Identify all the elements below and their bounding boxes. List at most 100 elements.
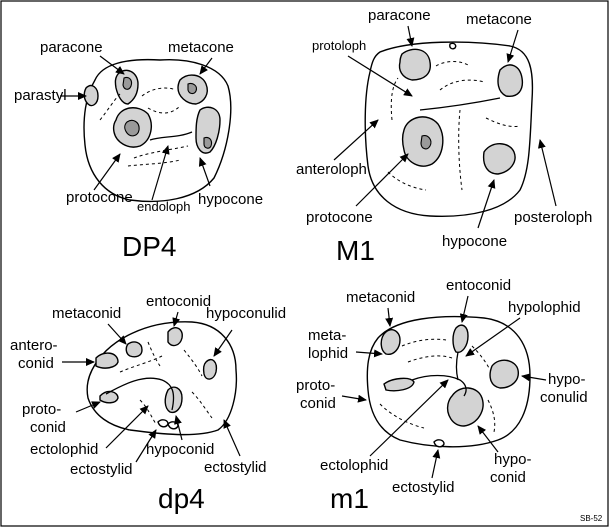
m1-metacone-pointer: [506, 29, 519, 63]
m1-hypocone-label: hypocone: [442, 233, 507, 250]
panel-m1-lower: metaconid entoconid hypolophid meta- lop…: [296, 277, 588, 514]
m1-anteroloph-pointer: [333, 119, 379, 161]
m1-paracone-cusp: [398, 48, 431, 81]
m1-paracone-pointer: [406, 25, 415, 47]
dp4-hypoconid-pointer: [174, 415, 183, 441]
m1-posteroloph-pointer: [537, 139, 557, 207]
m1-metacone-label: metacone: [466, 11, 532, 28]
m1-hypoconid-label-2: conid: [490, 469, 526, 486]
m1-protoconid-cusp: [383, 377, 415, 392]
dp4-anteroconid-cusp: [95, 352, 119, 369]
m1-metacone-cusp: [497, 64, 524, 97]
m1-crest-dash-3: [471, 345, 491, 371]
m1-ectostylid-label: ectostylid: [392, 479, 455, 496]
dp4-entoconid-label: entoconid: [146, 293, 211, 310]
m1-crest-dash-2: [435, 61, 471, 67]
dp4-paracone-label: paracone: [40, 39, 103, 56]
m1-entoconid-link: [455, 351, 459, 381]
dp4-protocone-label: protocone: [66, 189, 133, 206]
dp4-protoconid-label-1: proto-: [22, 401, 61, 418]
dp4-metaconid-pointer: [107, 323, 127, 345]
m1-metaconid-label: metaconid: [346, 289, 415, 306]
m1-ectostylid-cusp: [433, 439, 445, 448]
m1-crest-dash-4: [379, 403, 425, 429]
dp4-crest-dash-4: [133, 145, 189, 159]
m1-hypoconulid-cusp: [489, 359, 519, 389]
figure-credit: SB-52: [580, 514, 603, 523]
m1-metalophid-label-2: lophid: [308, 345, 348, 362]
m1-entoconid-cusp: [452, 324, 469, 353]
dp4-crest-dash-2: [141, 87, 177, 97]
m1-hypoconid-pointer: [477, 425, 499, 453]
dp4-metacone-label: metacone: [168, 39, 234, 56]
m1-upper-title: M1: [336, 235, 375, 266]
dp4-ectolophid-pointer: [105, 405, 149, 449]
m1-ectolophid-label: ectolophid: [320, 457, 388, 474]
dp4-ectolophid-label: ectolophid: [30, 441, 98, 458]
dp4-hypoconid-label: hypoconid: [146, 441, 214, 458]
m1-posteroloph-label: posteroloph: [514, 209, 592, 226]
m1-protocone-inner: [420, 135, 432, 150]
m1-hypoconulid-pointer: [521, 373, 547, 382]
dp4-metacone-pointer: [199, 57, 213, 75]
m1-ectolophid-crest: [411, 374, 467, 397]
panel-dp4-upper: paracone metacone parastyl protocone end…: [14, 39, 263, 262]
dp4-ectostylid-right-pointer: [223, 419, 241, 457]
dp4-ectostylid-left-label: ectostylid: [70, 461, 133, 478]
dp4-hypocone-pointer: [198, 157, 211, 187]
m1-hypoconid-label-1: hypo-: [494, 451, 532, 468]
dp4-anteroconid-label-2: conid: [18, 355, 54, 372]
dp4-endoloph-label: endoloph: [137, 199, 191, 214]
m1-crest-dash-1: [390, 77, 399, 121]
m1-metalophid-pointer: [355, 349, 383, 358]
dp4-parastyle-cusp: [83, 84, 99, 107]
dp4-protoconid-pointer: [75, 401, 101, 413]
m1-protoconid-label-2: conid: [300, 395, 336, 412]
dp4-endoloph-crest: [149, 131, 193, 141]
m1-protocone-label: protocone: [306, 209, 373, 226]
dp4-entoconid-cusp: [167, 327, 183, 347]
panel-m1-upper: paracone metacone protoloph anteroloph p…: [296, 7, 592, 266]
m1-crest-dash-4: [439, 79, 485, 91]
dp4-ectostylid-left-pointer: [135, 429, 157, 463]
dp4-crest-dash-1: [99, 93, 121, 121]
dp4-hypoconulid-pointer: [213, 329, 233, 357]
m1-crest-dash-2: [407, 355, 453, 363]
m1-protocone-pointer: [355, 153, 409, 207]
dp4-paracone-pointer: [99, 55, 125, 75]
m1-central-crest: [419, 97, 501, 111]
dp4-hypocone-inner: [203, 136, 213, 149]
m1-entoconid-pointer: [459, 295, 469, 323]
m1-crest-dash-3: [458, 109, 463, 191]
dp4-protoconid-label-2: conid: [30, 419, 66, 436]
dp4-protocone-inner: [124, 119, 140, 137]
dp4-metacone-inner: [187, 82, 197, 95]
dp4-hypoconulid-label: hypoconulid: [206, 305, 286, 322]
dp4-crest-dash-4: [191, 391, 213, 419]
dp4-entoconid-pointer: [172, 311, 181, 327]
dp4-ectostylid-right-label: ectostylid: [204, 459, 267, 476]
dp4-ectolophid-crest: [105, 377, 175, 411]
dp4-crest-dash-5: [127, 159, 181, 167]
m1-small-pit: [449, 42, 457, 50]
m1-lower-title: m1: [330, 483, 369, 514]
dp4-ectostylid-cusp-2: [167, 421, 179, 430]
m1-entoconid-label: entoconid: [446, 277, 511, 294]
dp4-parastyl-label: parastyl: [14, 87, 67, 104]
dp4-crest-dash-3: [147, 105, 181, 114]
dp4-metaconid-label: metaconid: [52, 305, 121, 322]
dp4-paracone-inner: [122, 76, 133, 90]
dp4-metaconid-cusp: [125, 341, 143, 358]
m1-hypolophid-pointer: [465, 317, 521, 357]
m1-metalophid-label-1: meta-: [308, 327, 346, 344]
m1-ectostylid-pointer: [431, 449, 441, 479]
dp4-lower-title: dp4: [158, 483, 205, 514]
dp4-ectostylid-cusp: [157, 419, 169, 428]
m1-protoconid-label-1: proto-: [296, 377, 335, 394]
m1-crest-dash-5: [487, 399, 496, 433]
m1-hypoconid-cusp: [446, 387, 484, 427]
panel-dp4-lower: metaconid entoconid hypoconulid antero- …: [10, 293, 286, 514]
m1-hypocone-cusp: [482, 143, 516, 175]
dp4-endoloph-pointer: [151, 145, 170, 201]
